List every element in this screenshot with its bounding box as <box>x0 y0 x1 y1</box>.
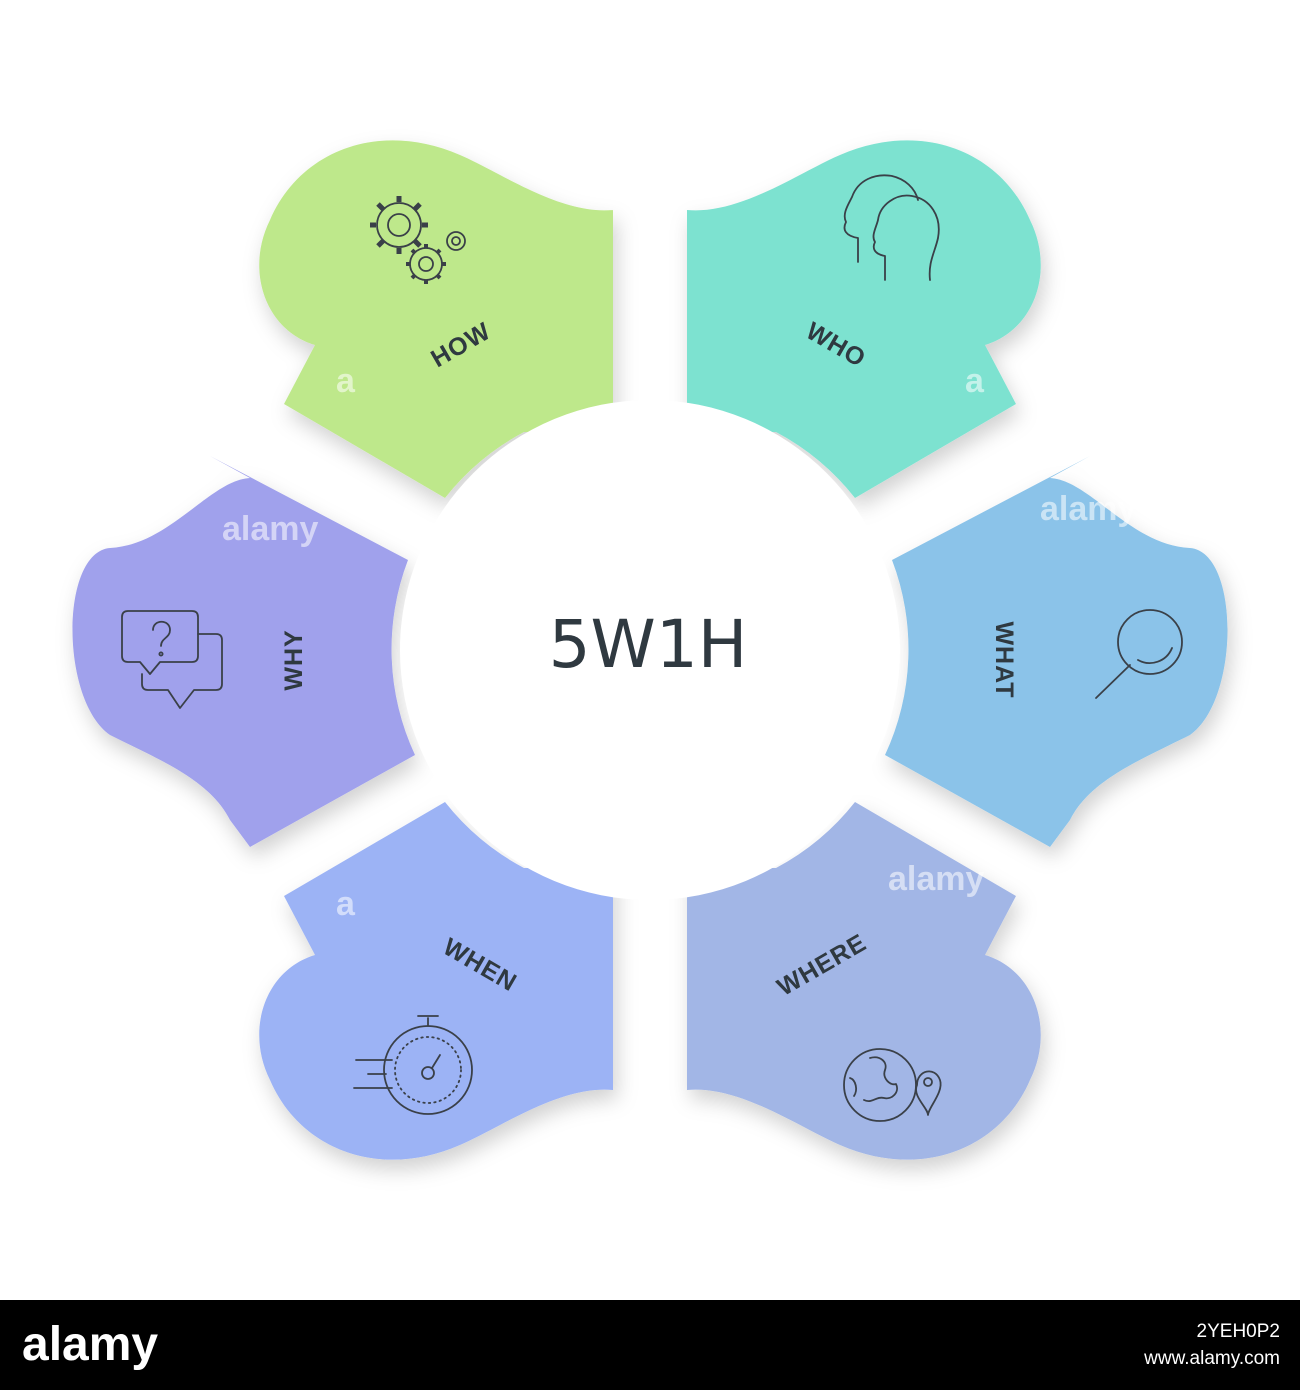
question-bubble-icon <box>121 610 223 709</box>
svg-text:alamy: alamy <box>1040 490 1136 528</box>
svg-text:a: a <box>336 362 356 400</box>
footer-bar: alamy 2YEH0P2 www.alamy.com <box>0 1300 1300 1390</box>
petal-who <box>687 140 1041 498</box>
center-title: 5W1H <box>549 606 748 683</box>
label-what: WHAT <box>990 621 1018 698</box>
magnifier-icon <box>1095 609 1183 699</box>
petal-how <box>259 140 613 498</box>
center-circle <box>400 400 900 900</box>
svg-text:alamy: alamy <box>222 510 318 548</box>
two-heads-icon <box>843 174 940 281</box>
petal-where <box>687 802 1041 1160</box>
footer-image-id: 2YEH0P2 <box>1197 1321 1280 1342</box>
petal-when <box>259 802 613 1160</box>
watermark: a a a alamy alamy alamy <box>222 362 1136 923</box>
svg-text:a: a <box>336 885 356 923</box>
5w1h-diagram: 5W1H a a a alamy alamy alamy HOW WHO WHA… <box>72 140 1228 1160</box>
petal-what <box>885 456 1228 847</box>
stopwatch-icon <box>353 1015 473 1115</box>
footer-url: www.alamy.com <box>1143 1348 1280 1369</box>
gears-icon <box>370 196 466 284</box>
svg-text:a: a <box>965 362 985 400</box>
petal-why <box>72 456 415 847</box>
svg-text:alamy: alamy <box>888 860 984 898</box>
label-why: WHY <box>280 629 308 690</box>
globe-pin-icon <box>843 1048 942 1122</box>
alamy-logo: alamy <box>22 1318 158 1371</box>
